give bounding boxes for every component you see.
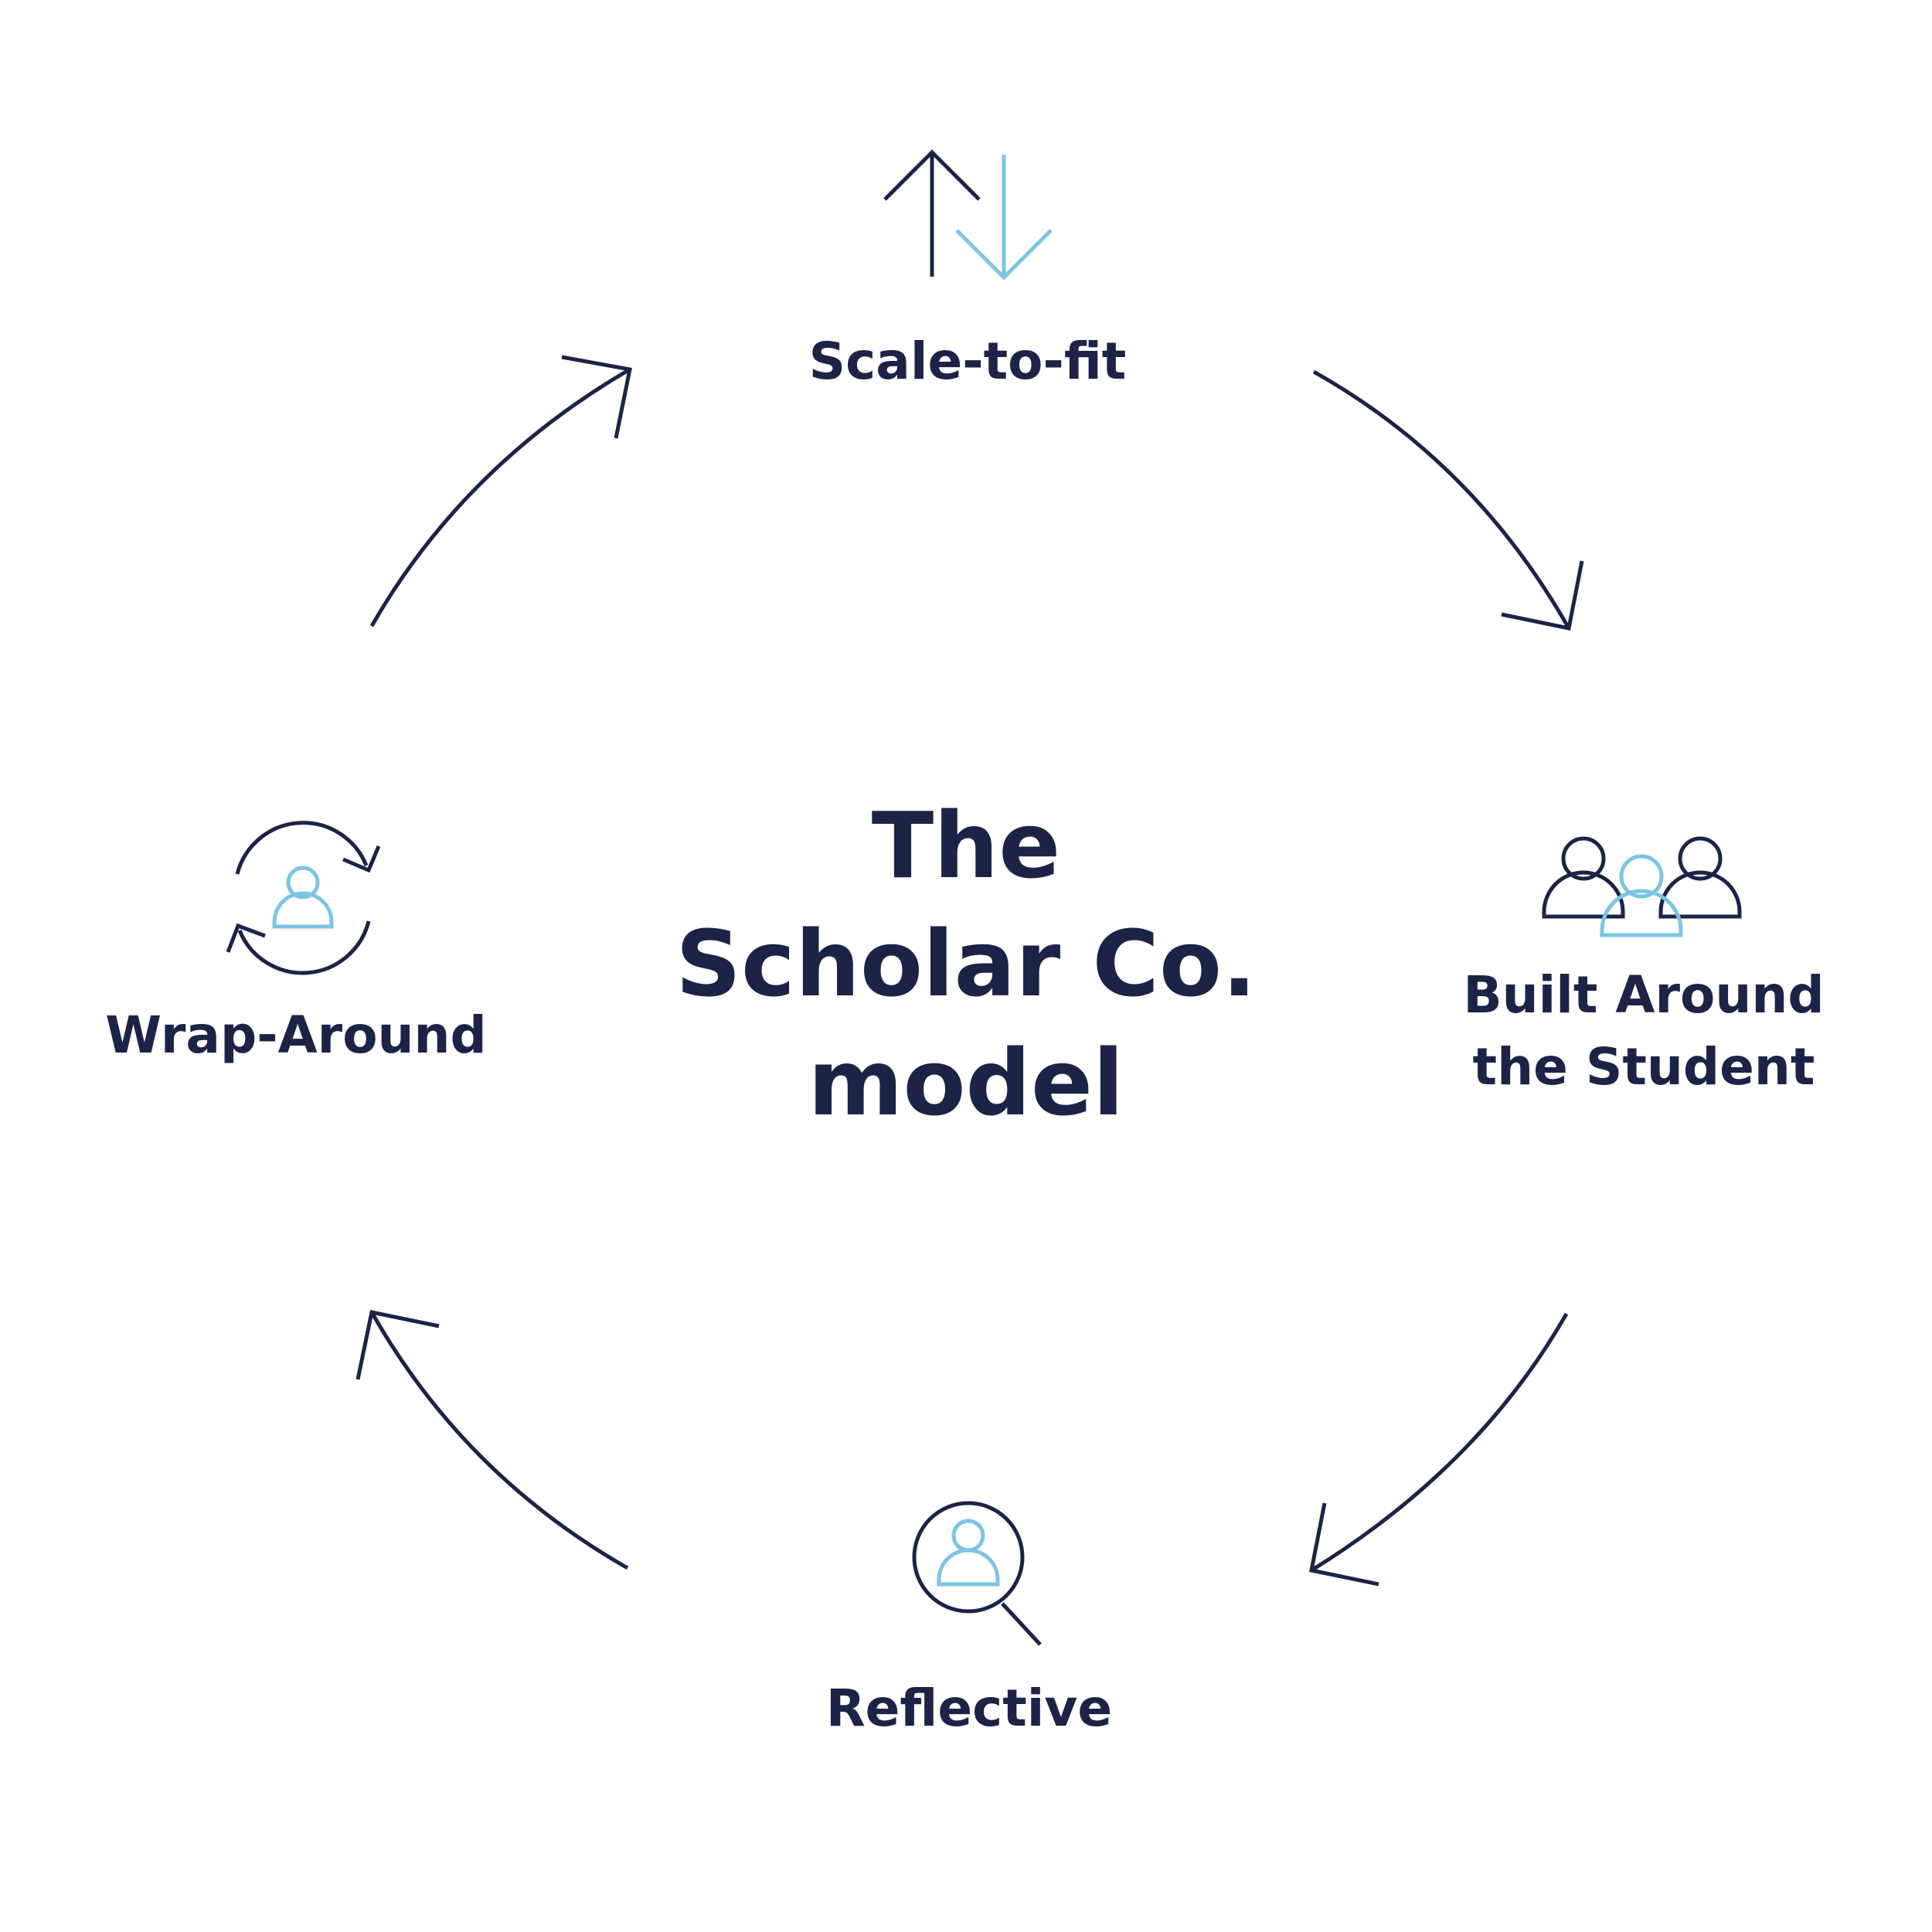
cycle-person-icon	[226, 821, 381, 975]
magnifier-person-icon	[912, 1501, 1042, 1646]
arrow-left-to-top	[369, 355, 632, 628]
node-scale-to-fit: Scale-to-fit	[809, 149, 1127, 391]
node-wrap-around: Wrap-Around	[105, 821, 487, 1065]
arrow-bottom-to-left	[355, 1310, 629, 1570]
node-built-around-the-student: Built Around the Student	[1463, 836, 1825, 1097]
node-reflective: Reflective	[826, 1501, 1112, 1738]
up-down-arrows-icon	[883, 149, 1053, 281]
node-label-reflective: Reflective	[826, 1679, 1112, 1738]
node-label-scale-to-fit: Scale-to-fit	[809, 332, 1127, 391]
center-title-line-1: The	[872, 792, 1061, 899]
arrow-top-to-right	[1312, 369, 1584, 631]
cycle-arrows	[355, 355, 1584, 1587]
node-label-built-around-line-2: the Student	[1473, 1037, 1815, 1097]
node-label-wrap-around: Wrap-Around	[105, 1005, 487, 1065]
group-of-people-icon	[1542, 836, 1742, 937]
center-title: The Scholar Co. model	[675, 792, 1257, 1136]
node-label-built-around-line-1: Built Around	[1463, 965, 1824, 1025]
arrow-right-to-bottom	[1309, 1312, 1569, 1587]
center-title-line-2: Scholar Co.	[675, 910, 1257, 1017]
center-title-line-3: model	[808, 1029, 1124, 1136]
